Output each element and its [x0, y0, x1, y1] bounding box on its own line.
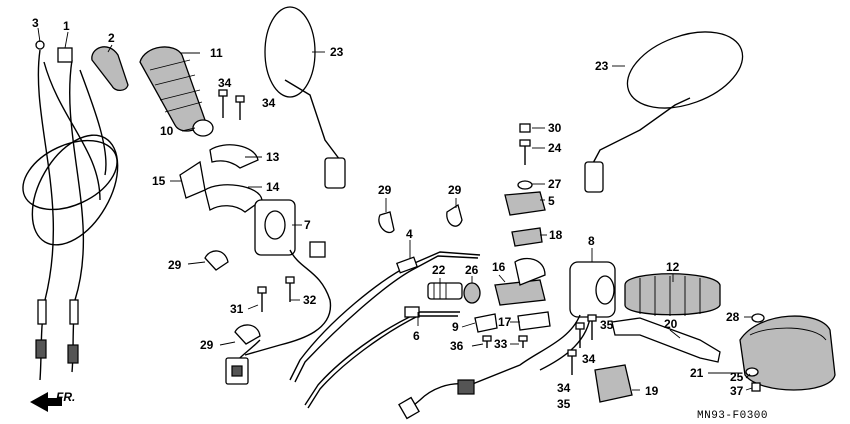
callout-19: 19 [645, 384, 659, 398]
callout-4: 4 [406, 227, 413, 241]
screws-31-32 [257, 276, 295, 312]
callout-35: 35 [600, 318, 614, 332]
callout-3: 3 [32, 16, 39, 30]
callout-31: 31 [230, 302, 244, 316]
callout-10: 10 [160, 124, 174, 138]
callout-27: 27 [548, 177, 562, 191]
diagram-code: MN93-F0300 [697, 410, 768, 422]
mirror-left [264, 6, 346, 189]
callout-25: 25 [730, 370, 744, 384]
callout-36: 36 [450, 339, 464, 353]
switch-housing-right [398, 261, 616, 420]
callout-14: 14 [266, 180, 280, 194]
callout-12: 12 [666, 260, 680, 274]
callout-34: 34 [218, 76, 232, 90]
callout-22: 22 [432, 263, 446, 277]
callout-13: 13 [266, 150, 280, 164]
callout-17: 17 [498, 315, 512, 329]
brake-lever [611, 317, 721, 363]
callout-15: 15 [152, 174, 166, 188]
front-direction-label: FR. [56, 390, 75, 404]
callout-23: 23 [330, 45, 344, 59]
callout-8: 8 [588, 234, 595, 248]
callout-34: 34 [582, 352, 596, 366]
callout-26: 26 [465, 263, 479, 277]
callout-23: 23 [595, 59, 609, 73]
callout-16: 16 [492, 260, 506, 274]
clips [204, 203, 463, 345]
callout-32: 32 [303, 293, 317, 307]
callout-29: 29 [448, 183, 462, 197]
callout-1: 1 [63, 19, 70, 33]
callout-5: 5 [548, 194, 555, 208]
callout-18: 18 [549, 228, 563, 242]
lever-bracket-parts [427, 257, 551, 348]
small-fasteners-right [745, 313, 765, 392]
throttle-grip [139, 46, 214, 137]
cables-4-6 [289, 251, 481, 409]
left-harness [225, 339, 261, 385]
screws-34-left [218, 89, 245, 120]
mirror-right [584, 31, 744, 193]
callout-21: 21 [690, 366, 704, 380]
callout-28: 28 [726, 310, 740, 324]
switch-cover [594, 364, 633, 403]
callout-24: 24 [548, 141, 562, 155]
callout-30: 30 [548, 121, 562, 135]
callout-34: 34 [262, 96, 276, 110]
callout-labels: 3 1 2 11 34 34 10 23 13 15 14 7 29 29 29… [32, 16, 768, 422]
front-direction-arrow [30, 392, 62, 412]
callout-33: 33 [494, 337, 508, 351]
callout-34: 34 [557, 381, 571, 395]
callout-35: 35 [557, 397, 571, 411]
callout-20: 20 [664, 317, 678, 331]
bolt-stack [504, 123, 546, 247]
leader-lines [37, 27, 753, 391]
callout-29: 29 [168, 258, 182, 272]
clamp-set [179, 144, 263, 213]
switch-housing-left [244, 199, 332, 356]
hand-guard [739, 315, 836, 391]
throttle-cables [22, 40, 119, 381]
callout-7: 7 [304, 218, 311, 232]
grip-right [624, 273, 721, 316]
screws-34-35-right [567, 314, 597, 375]
callout-9: 9 [452, 320, 459, 334]
callout-2: 2 [108, 31, 115, 45]
callout-11: 11 [210, 46, 223, 60]
callout-29: 29 [200, 338, 214, 352]
callout-37: 37 [730, 384, 744, 398]
callout-6: 6 [413, 329, 420, 343]
cable-cover [91, 46, 129, 92]
callout-29: 29 [378, 183, 392, 197]
